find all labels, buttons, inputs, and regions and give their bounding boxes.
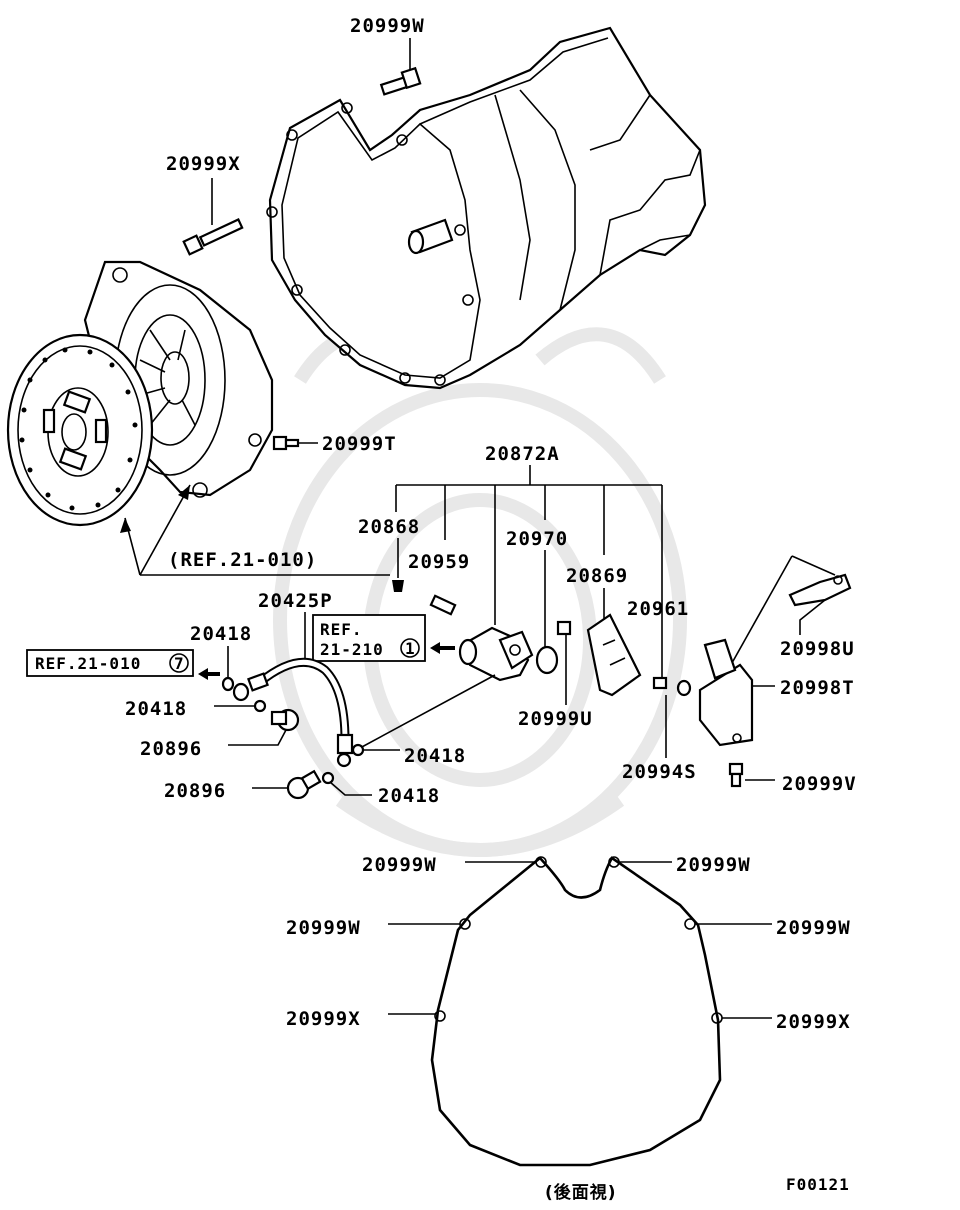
bolt-20999w-top[interactable]: [379, 66, 422, 96]
svg-text:21-210: 21-210: [320, 640, 384, 659]
label-rear-20999x-2: 20999X: [776, 1011, 851, 1033]
label-rear-20999x-1: 20999X: [286, 1008, 361, 1030]
gasket-20418-b[interactable]: [253, 699, 267, 713]
label-20999v: 20999V: [782, 773, 857, 795]
label-20872a: 20872A: [485, 443, 560, 465]
bolt-20999t[interactable]: [272, 435, 300, 451]
label-20418-a: 20418: [190, 623, 252, 645]
label-20999t: 20999T: [322, 433, 397, 455]
clutch-disc: [6, 333, 154, 527]
gasket-20418-c[interactable]: [351, 743, 365, 757]
bleeder-20959[interactable]: [429, 594, 457, 616]
label-20425p: 20425P: [258, 590, 333, 612]
bracket-20998t[interactable]: [698, 638, 754, 747]
ref-box-21-010[interactable]: REF.21-010 7: [26, 649, 194, 677]
bolt-20896-b[interactable]: [286, 769, 322, 800]
pin-20961[interactable]: [652, 676, 668, 690]
label-20998t: 20998T: [780, 677, 855, 699]
label-20418-c: 20418: [404, 745, 466, 767]
release-cylinder[interactable]: [458, 626, 534, 682]
hose-20425p[interactable]: [247, 657, 354, 768]
label-20994s: 20994S: [622, 761, 697, 783]
label-20896-a: 20896: [140, 738, 202, 760]
bolt-20999v[interactable]: [728, 762, 744, 788]
rear-view-outline: [430, 856, 723, 1167]
boot-20869[interactable]: [586, 613, 642, 697]
transmission-housing: [266, 26, 707, 390]
label-20868: 20868: [358, 516, 420, 538]
label-rear-view: (後面視): [545, 1182, 617, 1203]
label-20999w-top: 20999W: [350, 15, 425, 37]
ref-box-21-210[interactable]: REF. 21-210 1: [312, 614, 426, 662]
arrow-ref-21-210: [430, 642, 455, 654]
bolt-20999u[interactable]: [556, 620, 572, 636]
arrow-ref-21-010: [198, 668, 220, 680]
svg-text:1: 1: [405, 639, 416, 658]
figure-code: F00121: [786, 1175, 850, 1194]
label-20418-d: 20418: [378, 785, 440, 807]
label-rear-20999w-1: 20999W: [362, 854, 437, 876]
label-20896-b: 20896: [164, 780, 226, 802]
bolt-20999x[interactable]: [182, 218, 244, 256]
bolt-20896-a[interactable]: [270, 708, 300, 732]
washer-20994s[interactable]: [676, 679, 692, 697]
cap-20868[interactable]: [392, 580, 404, 592]
label-20998u: 20998U: [780, 638, 855, 660]
label-20869: 20869: [566, 565, 628, 587]
svg-text:REF.21-010: REF.21-010: [35, 654, 141, 673]
label-rear-20999w-2: 20999W: [676, 854, 751, 876]
label-20961: 20961: [627, 598, 689, 620]
svg-text:REF.: REF.: [320, 620, 363, 639]
label-20970: 20970: [506, 528, 568, 550]
label-rear-20999w-3: 20999W: [286, 917, 361, 939]
svg-text:7: 7: [174, 654, 185, 673]
label-20999u: 20999U: [518, 708, 593, 730]
watermark-logo: [273, 327, 687, 857]
label-ref-clutch: (REF.21-010): [168, 549, 317, 571]
ring-20970[interactable]: [535, 645, 559, 675]
gasket-20418-d[interactable]: [321, 771, 335, 785]
gasket-20418-a[interactable]: [221, 676, 235, 692]
label-rear-20999w-4: 20999W: [776, 917, 851, 939]
bracket-20998u[interactable]: [788, 573, 852, 607]
label-20999x: 20999X: [166, 153, 241, 175]
label-20959: 20959: [408, 551, 470, 573]
label-20418-b: 20418: [125, 698, 187, 720]
